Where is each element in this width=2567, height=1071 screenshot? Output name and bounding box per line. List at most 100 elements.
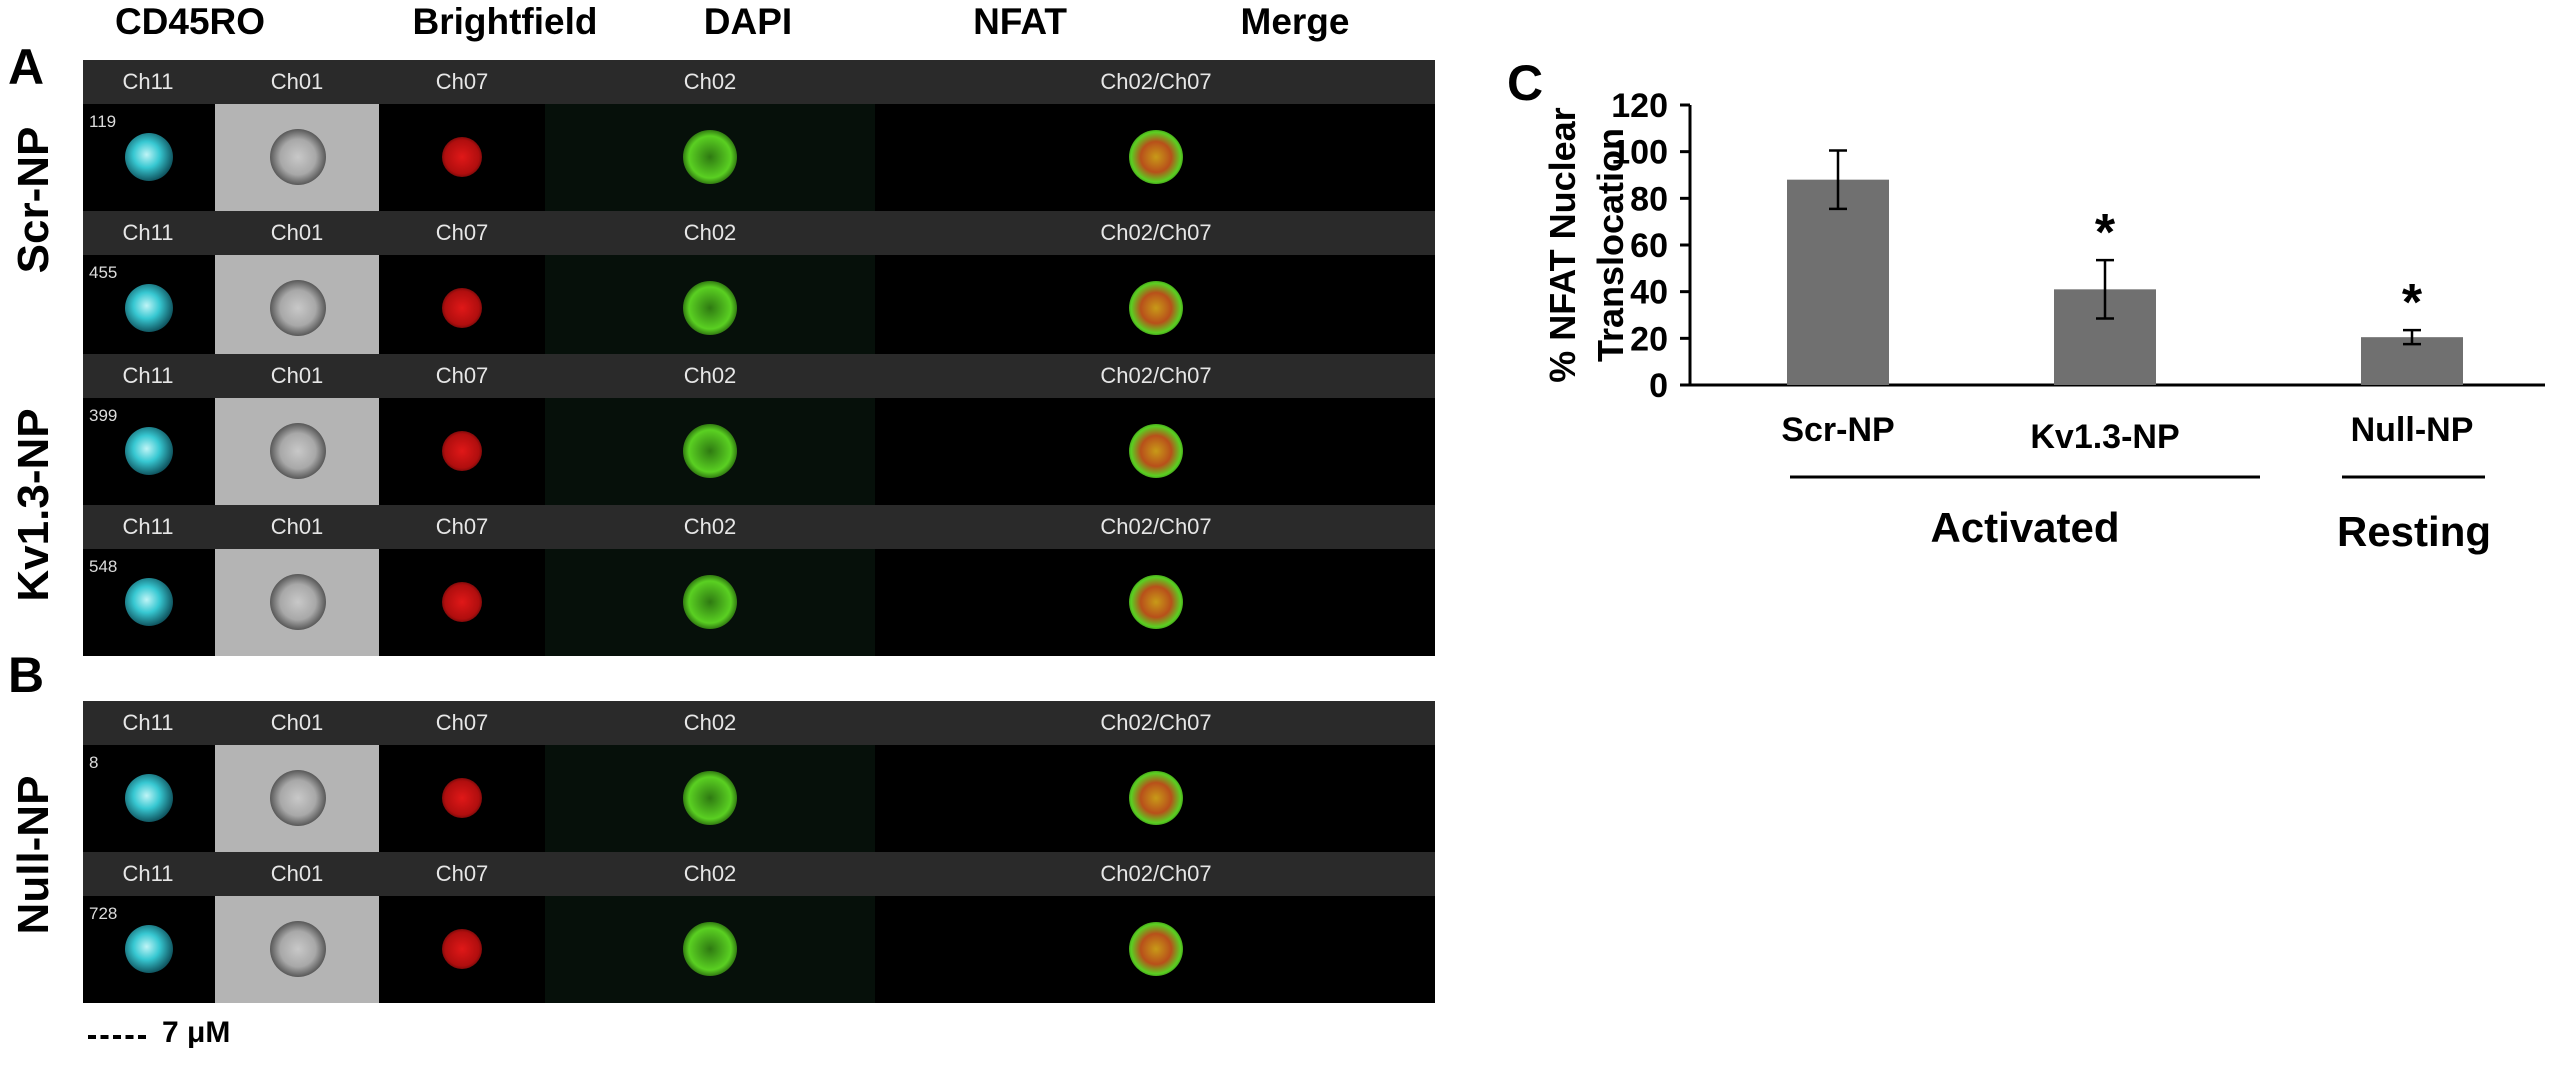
dapi-image xyxy=(381,896,543,1003)
channel-label: Ch02/Ch07 xyxy=(1100,363,1212,388)
cell-blob xyxy=(270,921,326,977)
channel-label: Ch02/Ch07 xyxy=(1100,710,1212,735)
group-label-null-np: Null-NP xyxy=(9,775,58,935)
column-header-nfat: NFAT xyxy=(973,1,1067,42)
cell-blob xyxy=(270,129,326,185)
y-tick-label: 80 xyxy=(1630,180,1668,218)
x-category-label: Null-NP xyxy=(2351,411,2474,449)
event-number: 8 xyxy=(89,753,99,772)
event-number: 548 xyxy=(89,557,118,576)
cell-blob xyxy=(442,929,482,969)
brightfield-image xyxy=(215,745,379,852)
nfat-image xyxy=(545,745,875,852)
dapi-image xyxy=(381,255,543,362)
merge-image xyxy=(877,745,1435,852)
channel-label: Ch01 xyxy=(270,220,324,245)
channel-label: Ch02 xyxy=(683,861,737,886)
event-number: 119 xyxy=(89,112,117,131)
merge-image xyxy=(877,255,1435,362)
nfat-image xyxy=(545,255,875,362)
column-header-merge: Merge xyxy=(1240,1,1350,42)
nfat-image xyxy=(545,104,875,211)
merge-image xyxy=(877,104,1435,211)
cell-blob xyxy=(683,281,737,335)
channel-label: Ch07 xyxy=(435,363,489,388)
cell-blob xyxy=(1129,575,1183,629)
channel-label: Ch07 xyxy=(435,220,489,245)
y-axis-label: % NFAT Nuclear xyxy=(1542,107,1583,382)
channel-label: Ch11 xyxy=(122,710,174,735)
event-number: 455 xyxy=(89,263,118,282)
group-label-kv13-np: Kv1.3-NP xyxy=(9,408,58,602)
channel-label: Ch02 xyxy=(683,363,737,388)
channel-label: Ch11 xyxy=(122,363,174,388)
nfat-image xyxy=(545,398,875,505)
y-tick-label: 100 xyxy=(1611,134,1668,172)
column-header-cd45ro: CD45RO xyxy=(114,1,266,42)
cell-blob xyxy=(1129,424,1183,478)
nfat-image xyxy=(545,896,875,1003)
nfat-image xyxy=(545,549,875,656)
channel-label: Ch02 xyxy=(683,514,737,539)
channel-label: Ch11 xyxy=(122,861,174,886)
panel-letter-a: A xyxy=(8,39,45,95)
event-number: 728 xyxy=(89,904,118,923)
dapi-image xyxy=(381,104,543,211)
cell-blob xyxy=(270,770,326,826)
dapi-image xyxy=(381,549,543,656)
cell-blob xyxy=(125,774,173,822)
channel-header-strip xyxy=(83,211,1435,255)
merge-image xyxy=(877,398,1435,505)
channel-label: Ch11 xyxy=(122,69,174,94)
x-category-label: Kv1.3-NP xyxy=(2030,418,2179,456)
y-tick-label: 60 xyxy=(1630,227,1668,265)
cell-blob xyxy=(442,778,482,818)
cd45ro-image: 728 xyxy=(83,896,213,1003)
channel-label: Ch07 xyxy=(435,710,489,735)
channel-header-strip xyxy=(83,354,1435,398)
cell-blob xyxy=(442,137,482,177)
cd45ro-image: 8 xyxy=(83,745,213,852)
channel-label: Ch01 xyxy=(270,514,324,539)
significance-marker: * xyxy=(2095,204,2116,262)
cd45ro-image: 119 xyxy=(83,104,213,211)
channel-label: Ch01 xyxy=(270,363,324,388)
channel-header-strip xyxy=(83,505,1435,549)
panel-letter-c: C xyxy=(1507,55,1544,111)
brightfield-image xyxy=(215,549,379,656)
cell-blob xyxy=(442,582,482,622)
significance-marker: * xyxy=(2402,274,2423,332)
group-label-activated: Activated xyxy=(1930,504,2119,551)
channel-label: Ch07 xyxy=(435,861,489,886)
x-category-label: Scr-NP xyxy=(1781,411,1894,449)
channel-header-strip xyxy=(83,60,1435,104)
cell-blob xyxy=(442,431,482,471)
cd45ro-image: 399 xyxy=(83,398,213,505)
cell-blob xyxy=(683,575,737,629)
cell-blob xyxy=(125,133,173,181)
cell-blob xyxy=(125,925,173,973)
channel-label: Ch02 xyxy=(683,220,737,245)
channel-header-strip xyxy=(83,852,1435,896)
cell-blob xyxy=(125,578,173,626)
y-tick-label: 40 xyxy=(1630,274,1668,312)
merge-image xyxy=(877,549,1435,656)
y-tick-label: 20 xyxy=(1630,320,1668,358)
channel-label: Ch01 xyxy=(270,710,324,735)
channel-label: Ch02/Ch07 xyxy=(1100,514,1212,539)
scale-bar-line xyxy=(88,1035,146,1039)
cell-blob xyxy=(683,130,737,184)
cell-blob xyxy=(1129,281,1183,335)
cell-blob xyxy=(1129,922,1183,976)
channel-header-strip xyxy=(83,701,1435,745)
merge-image xyxy=(877,896,1435,1003)
dapi-image xyxy=(381,398,543,505)
brightfield-image xyxy=(215,398,379,505)
